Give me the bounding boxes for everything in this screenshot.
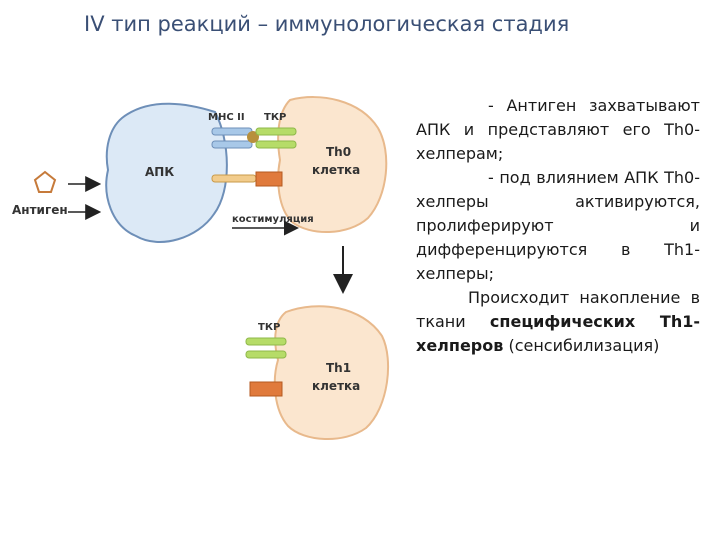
apc-cell	[105, 102, 228, 243]
costim-apc	[211, 174, 257, 183]
th0-label-line2: клетка	[312, 163, 360, 177]
costim-th0	[255, 171, 283, 187]
th1-cell	[273, 305, 390, 440]
costim-th1	[249, 381, 283, 397]
apc-label: АПК	[145, 165, 174, 179]
tcr-label-top: ТКР	[264, 112, 286, 123]
th1-label-line2: клетка	[312, 379, 360, 393]
desc-paragraph-1: - Антиген захватывают АПК и представляют…	[416, 96, 700, 163]
reaction-diagram: АПК Th0 клетка МНС II ТКР костимуляция А…	[12, 96, 390, 440]
th0-label-line1: Th0	[326, 145, 351, 159]
mhc-label: МНС II	[208, 112, 245, 123]
description-text: - Антиген захватывают АПК и представляют…	[416, 94, 700, 358]
th1-label-line1: Th1	[326, 361, 351, 375]
tcr-receptor-bottom	[245, 337, 287, 346]
desc-paragraph-3: Происходит накопление в ткани специфичес…	[416, 286, 700, 358]
page-title: IV тип реакций – иммунологическая стадия	[84, 12, 570, 36]
tcr-label-bottom: ТКР	[258, 322, 280, 333]
antigen-icon	[33, 170, 57, 193]
th0-cell	[277, 96, 388, 233]
desc-p3-bold: специфических Th1-хелперов	[416, 312, 701, 355]
mhc-receptor	[211, 127, 253, 136]
desc-p3-start: Происходит накопление в ткани	[416, 288, 700, 331]
costim-label: костимуляция	[232, 214, 314, 225]
antigen-label: Антиген	[12, 203, 68, 217]
desc-paragraph-2: - под влиянием АПК Th0-хелперы активирую…	[416, 168, 700, 283]
desc-p3-end: (сенсибилизация)	[503, 336, 660, 355]
tcr-receptor-top	[255, 127, 297, 136]
